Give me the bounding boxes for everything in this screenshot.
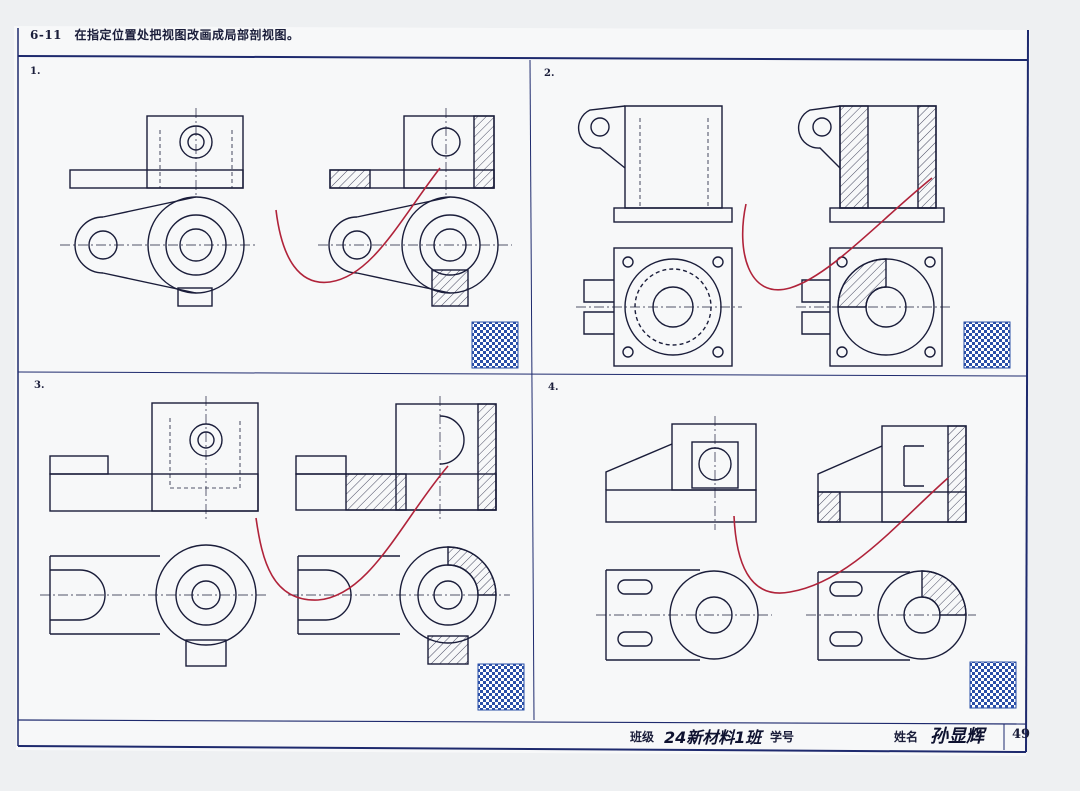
panel-4-qr-code xyxy=(969,661,1017,709)
panel-2-label: 2. xyxy=(544,68,555,79)
panel-4-label: 4. xyxy=(548,382,559,393)
name-label: 姓名 xyxy=(894,730,919,744)
panel-4-drawings xyxy=(596,416,976,661)
panel-4-pen-stroke xyxy=(733,477,949,594)
panel-2-qr-code xyxy=(963,321,1011,369)
panel-2-drawings xyxy=(576,105,952,367)
name-value: 孙显辉 xyxy=(930,726,984,747)
panel-1-pen-stroke xyxy=(275,167,441,284)
page-number: 49 xyxy=(1012,727,1031,742)
panel-3-label: 3. xyxy=(34,380,45,391)
panel-1-qr-code xyxy=(471,321,519,369)
student-no-label: 学号 xyxy=(770,730,795,744)
panel-3-pen-stroke xyxy=(255,465,449,601)
panel-3-qr-code xyxy=(477,663,525,711)
exercise-title: 6-11 在指定位置处把视图改画成局部剖视图。 xyxy=(30,28,300,42)
panel-1-label: 1. xyxy=(30,66,41,77)
panel-3-drawings xyxy=(40,396,510,667)
class-value: 24新材料1班 xyxy=(664,728,762,747)
panel-1-drawings xyxy=(60,108,512,307)
panel-2-pen-stroke xyxy=(741,177,933,291)
class-label: 班级 xyxy=(630,730,655,744)
